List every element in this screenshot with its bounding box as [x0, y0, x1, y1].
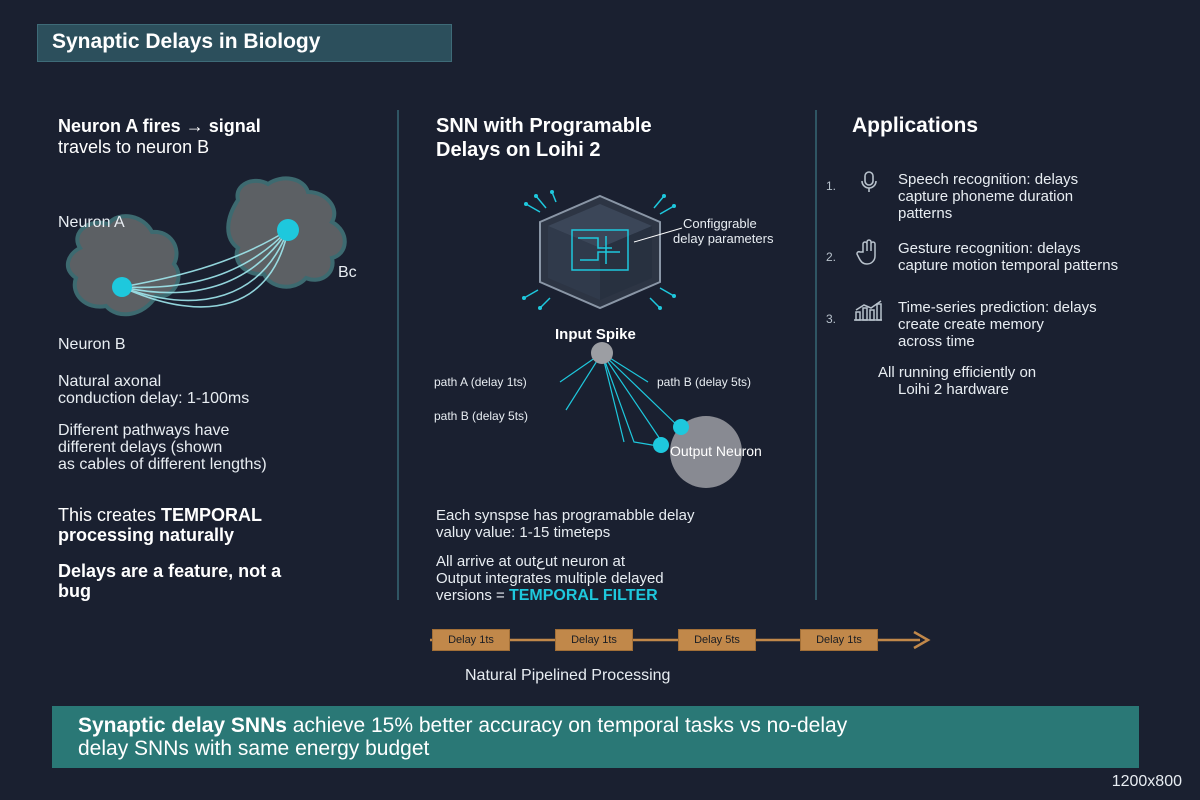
- app-number-1: 1.: [826, 179, 837, 193]
- microphone-icon: [861, 171, 877, 192]
- loihi-chip-icon: [522, 190, 683, 310]
- pipeline-caption: Natural Pipelined Processing: [465, 667, 671, 684]
- neuron-a-soma: [112, 277, 132, 297]
- output-neuron-label: Output Neuron: [670, 443, 762, 459]
- applications-footer: All running efficiently on Loihi 2 hardw…: [878, 364, 1037, 398]
- path-b-left-label: path B (delay 5ts): [434, 409, 529, 423]
- column-divider-right: [815, 110, 817, 600]
- input-spike-label: Input Spike: [555, 326, 636, 343]
- hand-icon: [856, 239, 876, 265]
- pipeline-box-1: Delay 1ts: [432, 629, 510, 651]
- middle-heading: SNN with Programable Delays on Loihi 2: [436, 115, 652, 161]
- app-number-3: 3.: [826, 312, 837, 326]
- synapse-text: Each synspse has programabble delay valu…: [436, 507, 695, 541]
- size-label: 1200x800: [1111, 773, 1182, 790]
- chip-label: Configgrable delay parameters: [673, 216, 774, 246]
- summary-banner: Synaptic delay SNNs achieve 15% better a…: [52, 706, 1139, 768]
- conduction-delay-text: Natural axonal conduction delay: 1-100ms: [58, 373, 250, 407]
- app-number-2: 2.: [826, 250, 837, 264]
- neuron-a-blob: [65, 214, 181, 317]
- left-heading: Neuron A fires → signal travels to neuro…: [58, 116, 261, 157]
- label-neuron-a: Neuron A: [58, 214, 125, 231]
- app-item-3: Time-series prediction: delays create cr…: [898, 299, 1097, 350]
- path-b-right-label: path B (delay 5ts): [657, 375, 752, 389]
- pipeline-box-2: Delay 1ts: [555, 629, 633, 651]
- arrive-text: All arrive at outعut neuron at Output in…: [436, 553, 664, 604]
- label-bc: Bc: [338, 264, 357, 281]
- output-neuron-circle: [670, 416, 742, 488]
- feature-text: Delays are a feature, not a bug: [58, 561, 282, 601]
- chart-icon: [854, 300, 882, 321]
- label-neuron-b: Neuron B: [58, 336, 126, 353]
- column-divider-left: [397, 110, 399, 600]
- pipeline-box-4: Delay 1ts: [800, 629, 878, 651]
- neuron-diagram: [65, 176, 347, 317]
- neuron-b-soma: [277, 219, 299, 241]
- app-item-2: Gesture recognition: delays capture moti…: [898, 240, 1119, 274]
- temporal-text: This creates TEMPORAL processing natural…: [58, 505, 263, 545]
- applications-heading: Applications: [852, 114, 979, 137]
- pipeline-box-3: Delay 5ts: [678, 629, 756, 651]
- page-title: Synaptic Delays in Biology: [37, 24, 452, 62]
- pathways-text: Different pathways have different delays…: [58, 422, 267, 473]
- delay-paths-diagram: [559, 342, 742, 488]
- path-a-label: path A (delay 1ts): [434, 375, 527, 389]
- app-item-1: Speech recognition: delays capture phone…: [898, 171, 1079, 222]
